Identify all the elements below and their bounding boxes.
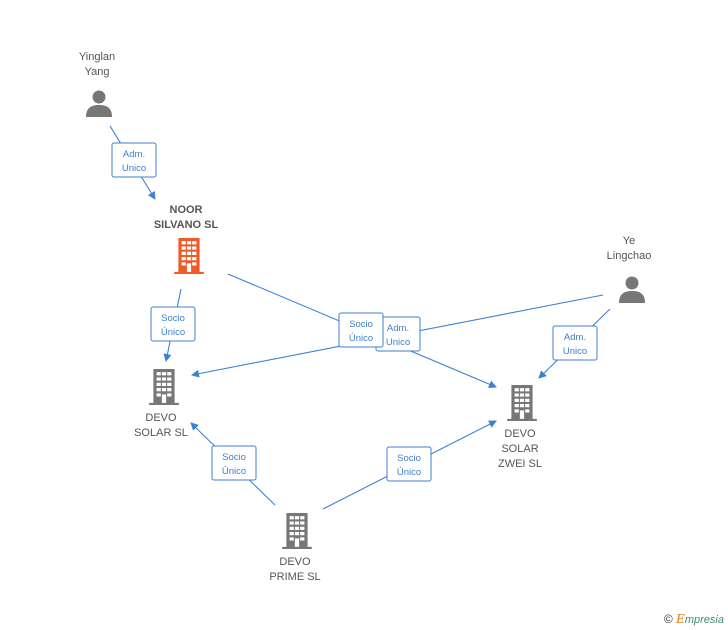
copyright-symbol: © [663, 612, 673, 626]
edge-label-line: Unico [563, 346, 587, 357]
edge-label-line: Unico [122, 163, 146, 174]
node-label-line: PRIME SL [269, 571, 320, 583]
edge-label-line: Adm. [123, 149, 145, 160]
edge-label-line: Adm. [387, 323, 409, 334]
edge-label-line: Socio [349, 319, 373, 330]
node-devo-solar-zwei[interactable]: DEVO SOLAR ZWEI SL [498, 385, 542, 470]
edge-label-line: Socio [161, 313, 185, 324]
node-label-line: Yinglan [79, 51, 115, 63]
empresia-watermark: © Empresia [664, 612, 724, 626]
building-icon [282, 513, 312, 549]
node-devo-prime[interactable]: DEVO PRIME SL [269, 513, 321, 583]
edge-label-line: Único [349, 333, 373, 344]
node-label-line: ZWEI SL [498, 458, 542, 470]
edge-label-line: Socio [397, 453, 421, 464]
node-noor-silvano[interactable]: NOOR SILVANO SL [154, 204, 219, 274]
node-label-line: DEVO [504, 428, 536, 440]
node-devo-solar[interactable]: DEVO SOLAR SL [134, 369, 188, 439]
node-label-line: Yang [85, 66, 110, 78]
edge-label-line: Único [397, 467, 421, 478]
building-icon [149, 369, 179, 405]
person-icon [619, 276, 645, 303]
edge-label-line: Único [222, 466, 246, 477]
building-icon [507, 385, 537, 421]
node-label-line: DEVO [145, 412, 177, 424]
node-label-line: Ye [623, 235, 635, 247]
brand-rest: mpresia [684, 614, 724, 626]
node-ye-lingchao[interactable]: Ye Lingchao [607, 235, 652, 303]
node-label-line: NOOR [170, 204, 203, 216]
building-icon [174, 238, 204, 274]
edge-label-adm-unico-yinglan[interactable]: Adm. Unico [111, 142, 157, 178]
edge-label-socio-unico-noor-zwei[interactable]: Socio Único [338, 312, 384, 348]
edge-label-socio-unico-prime-solar[interactable]: Socio Único [211, 445, 257, 481]
edge-label-socio-unico-prime-zwei[interactable]: Socio Único [386, 446, 432, 482]
edge-label-socio-unico-noor-solar[interactable]: Socio Único [150, 306, 196, 342]
person-icon [86, 90, 112, 117]
edge-label-line: Unico [386, 337, 410, 348]
node-yinglan-yang[interactable]: Yinglan Yang [79, 51, 115, 117]
node-label-line: Lingchao [607, 250, 652, 262]
edge-label-line: Adm. [564, 332, 586, 343]
node-label-line: SOLAR SL [134, 427, 188, 439]
node-label-line: SILVANO SL [154, 219, 219, 231]
brand-initial: E [676, 612, 685, 626]
node-label-line: DEVO [279, 556, 311, 568]
edge-label-adm-unico-ye-zwei[interactable]: Adm. Unico [552, 325, 598, 361]
edge-label-line: Único [161, 327, 185, 338]
edge-label-line: Socio [222, 452, 246, 463]
node-label-line: SOLAR [501, 443, 538, 455]
